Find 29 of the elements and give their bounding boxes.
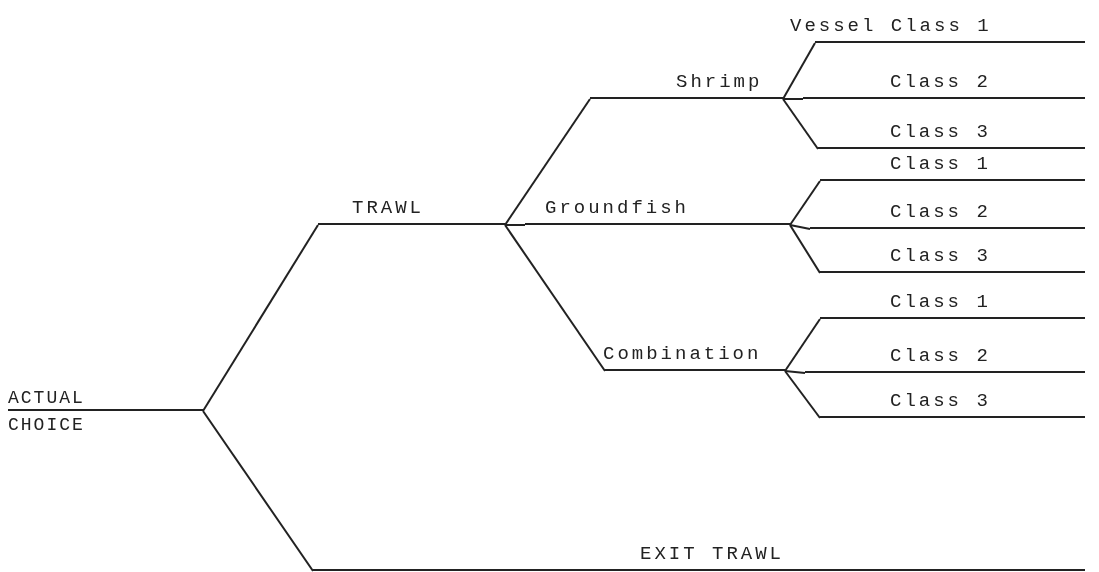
branch-label: Groundfish xyxy=(545,197,690,219)
branch-label: Combination xyxy=(603,343,762,365)
branch-connector xyxy=(789,180,821,226)
branch-connector xyxy=(784,370,806,374)
branch-label: Class 1 xyxy=(890,291,991,313)
branch-label: TRAWL xyxy=(352,197,424,219)
branch-connector xyxy=(504,224,526,226)
branch-label: EXIT TRAWL xyxy=(640,543,785,565)
branch-connector xyxy=(782,98,819,150)
branch-connector xyxy=(784,318,821,372)
branch-label: ACTUAL CHOICE xyxy=(8,387,86,437)
branch-connector xyxy=(202,410,314,572)
branch-connector xyxy=(784,370,821,419)
branch-label: Class 2 xyxy=(890,71,991,93)
branch-connector xyxy=(789,224,811,230)
branch-connector xyxy=(504,98,591,226)
branch-label: Class 2 xyxy=(890,345,991,367)
branch-label: Class 2 xyxy=(890,201,991,223)
branch-connector xyxy=(789,224,821,274)
branch-label: Class 3 xyxy=(890,245,991,267)
branch-label: Class 1 xyxy=(890,153,991,175)
branch-label: Class 3 xyxy=(890,121,991,143)
branch-connector xyxy=(202,224,319,412)
branch-connector xyxy=(782,98,804,100)
branch-label: Class 3 xyxy=(890,390,991,412)
branch-label: Shrimp xyxy=(676,71,763,93)
branch-connector xyxy=(782,42,816,100)
branch-label: Vessel Class 1 xyxy=(790,15,992,37)
branch-connector xyxy=(504,224,606,372)
